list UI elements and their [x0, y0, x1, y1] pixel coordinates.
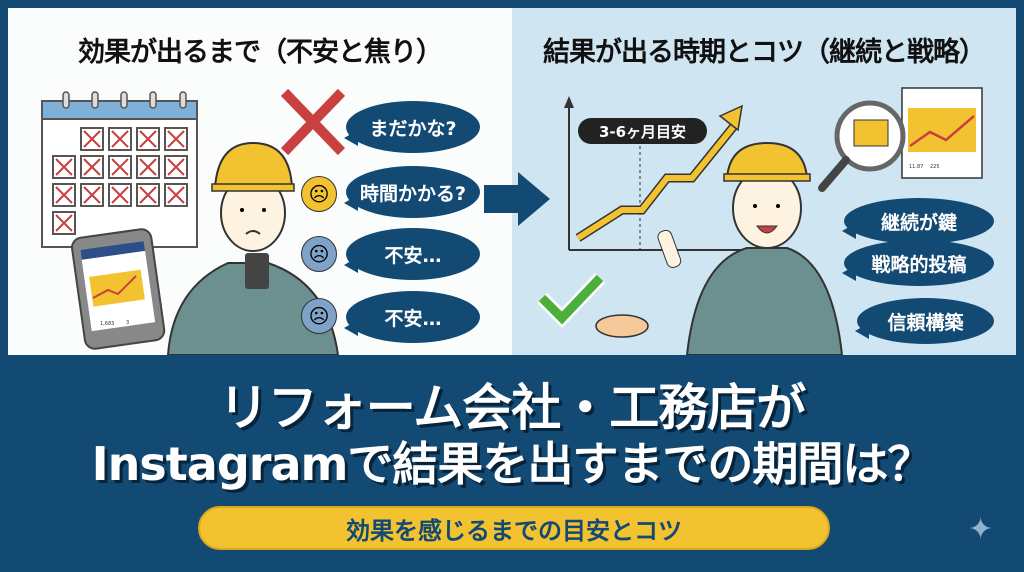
phone-icon	[71, 228, 166, 350]
growth-chart-illustration	[537, 87, 983, 355]
speech-bubble: 戦略的投稿	[842, 240, 994, 286]
speech-bubble: 継続が鍵	[842, 198, 994, 244]
headline-line1: リフォーム会社・工務店が	[218, 379, 807, 437]
right-panel: 結果が出る時期とコツ（継続と戦略） 3-6ヶ月目安 11.87 22	[512, 8, 1016, 355]
post-comments: 225	[930, 164, 940, 170]
phone-comments: 3	[126, 320, 130, 326]
right-panel-title: 結果が出る時期とコツ（継続と戦略）	[543, 37, 986, 68]
speech-bubble: 時間かかる?	[344, 166, 480, 218]
chart-timeframe-label: 3-6ヶ月目安	[578, 118, 707, 144]
handshake-icon	[595, 314, 649, 338]
headline-line2: Instagramで結果を出すまでの期間は？	[91, 437, 934, 491]
phone-likes: 1,683	[100, 321, 115, 327]
speech-bubble: 不安…	[344, 291, 480, 343]
calendar-illustration	[41, 88, 346, 355]
post-likes: 11.87	[909, 164, 924, 170]
speech-bubble: 不安…	[344, 228, 480, 280]
sad-face-icon: ☹	[301, 298, 337, 334]
sad-face-icon: ☹	[301, 236, 337, 272]
left-panel-title: 効果が出るまで（不安と焦り）	[78, 37, 443, 68]
sparkle-icon: ✦	[968, 512, 994, 547]
sad-face-icon: ☹	[301, 176, 337, 212]
arrow-right-icon	[484, 172, 550, 226]
left-panel: 効果が出るまで（不安と焦り） フォロワー 1,683 3	[8, 8, 512, 355]
worried-worker-illustration	[166, 141, 340, 355]
speech-bubble: 信頼構築	[855, 298, 994, 344]
smiling-worker-illustration	[657, 141, 844, 355]
speech-bubble: まだかな?	[344, 101, 480, 153]
subtitle-banner: 効果を感じるまでの目安とコツ	[198, 506, 830, 550]
